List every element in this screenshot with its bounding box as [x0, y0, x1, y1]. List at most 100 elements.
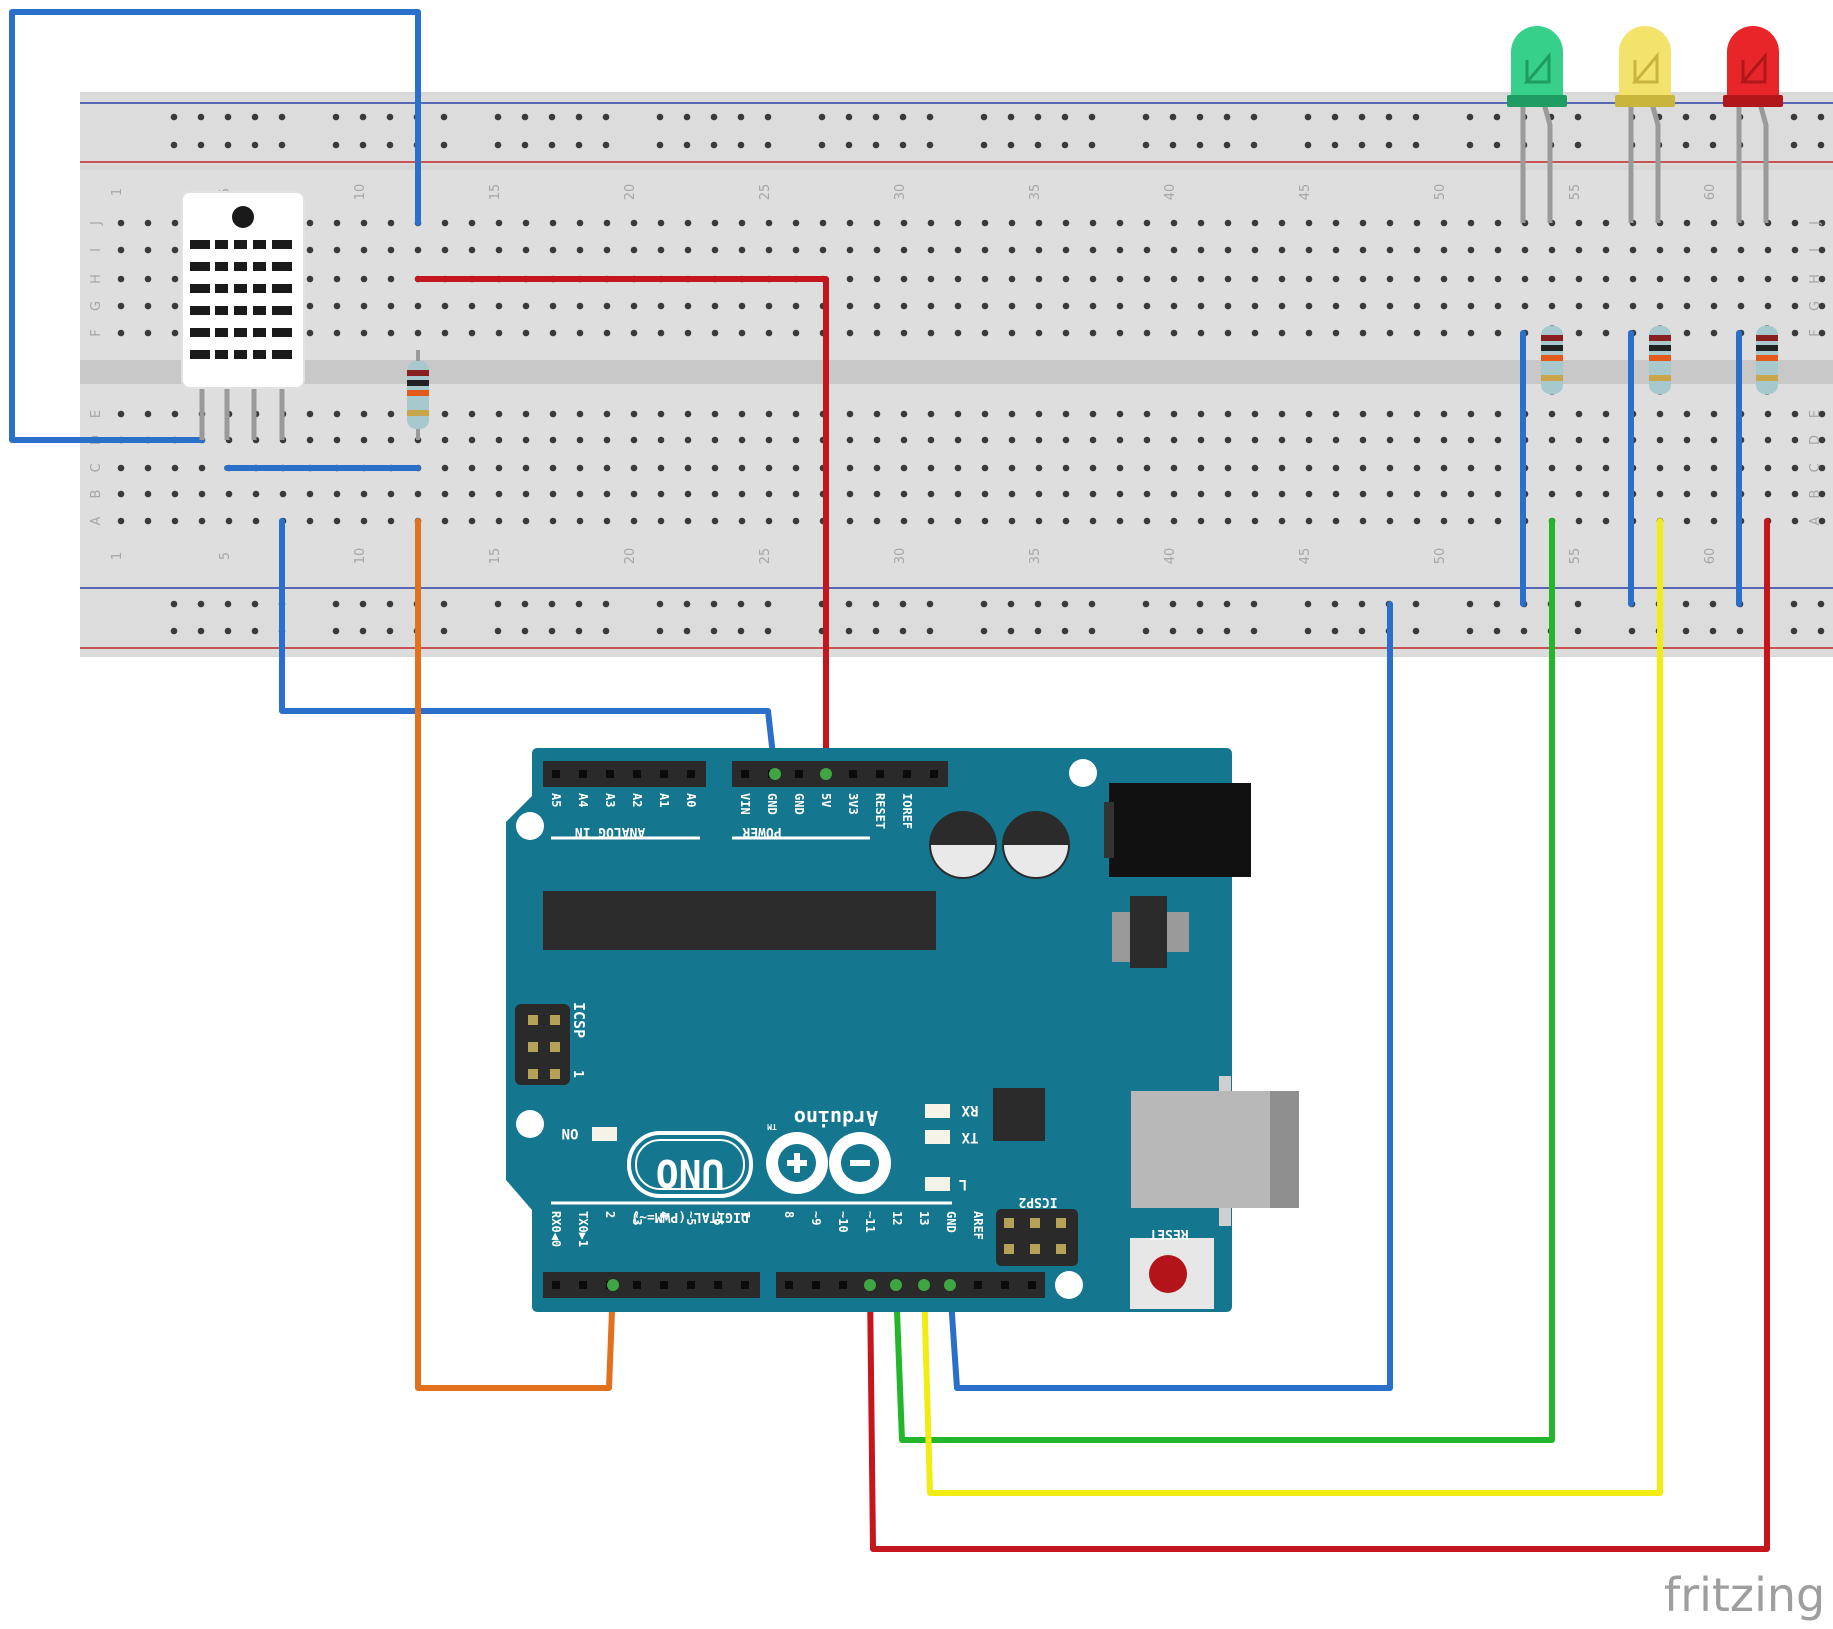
led-red: [1723, 26, 1783, 223]
row-letter-label: J: [89, 221, 104, 226]
rail-hole: [494, 113, 502, 121]
breadboard-hole: [1143, 246, 1151, 254]
breadboard-hole: [117, 464, 125, 472]
rail-hole: [602, 113, 610, 121]
breadboard-hole: [873, 517, 881, 525]
breadboard-hole: [306, 275, 314, 283]
icsp-pin: [528, 1015, 538, 1025]
rail-hole: [1574, 600, 1582, 608]
breadboard-hole: [684, 517, 692, 525]
rail-hole: [1358, 113, 1366, 121]
rx-led: [925, 1104, 950, 1118]
breadboard-hole: [468, 246, 476, 254]
breadboard-hole: [576, 246, 584, 254]
breadboard-hole: [1116, 490, 1124, 498]
rail-hole: [170, 627, 178, 635]
breadboard-hole: [1062, 464, 1070, 472]
breadboard-hole: [1737, 246, 1745, 254]
breadboard-hole: [1062, 329, 1070, 337]
breadboard-hole: [1089, 302, 1097, 310]
breadboard-hole: [603, 436, 611, 444]
digital-group-label: DIGITAL (PWM=~): [631, 1209, 748, 1224]
breadboard-hole: [738, 517, 746, 525]
breadboard-hole: [576, 410, 584, 418]
rail-hole: [1709, 113, 1717, 121]
breadboard-hole: [1332, 246, 1340, 254]
breadboard-hole: [1683, 219, 1691, 227]
breadboard-hole: [1548, 275, 1556, 283]
reset-button[interactable]: [1149, 1255, 1187, 1293]
breadboard-hole: [1089, 436, 1097, 444]
rail-hole: [1331, 627, 1339, 635]
breadboard-hole: [711, 219, 719, 227]
rail-hole: [440, 113, 448, 121]
breadboard-hole: [927, 246, 935, 254]
breadboard-hole: [765, 464, 773, 472]
breadboard-hole: [603, 246, 611, 254]
breadboard-hole: [1818, 490, 1826, 498]
breadboard-hole: [1035, 490, 1043, 498]
row-letter-label: G: [1808, 301, 1823, 311]
capacitor: [1002, 811, 1070, 879]
breadboard-hole: [1278, 464, 1286, 472]
breadboard-hole: [1305, 329, 1313, 337]
breadboard-hole: [414, 302, 422, 310]
breadboard-hole: [1764, 410, 1772, 418]
rail-hole: [1682, 600, 1690, 608]
breadboard-hole: [1359, 302, 1367, 310]
breadboard-hole: [1008, 302, 1016, 310]
rail-hole: [764, 141, 772, 149]
header-pin: [660, 1281, 668, 1289]
breadboard-hole: [144, 246, 152, 254]
breadboard-hole: [1224, 219, 1232, 227]
breadboard-hole: [630, 219, 638, 227]
breadboard-hole: [198, 517, 206, 525]
icsp-label: ICSP: [570, 1002, 588, 1038]
breadboard-hole: [765, 490, 773, 498]
rail-hole: [980, 627, 988, 635]
breadboard-hole: [1467, 302, 1475, 310]
breadboard-hole: [1170, 410, 1178, 418]
breadboard-hole: [1818, 464, 1826, 472]
rail-hole: [332, 627, 340, 635]
breadboard-hole: [1251, 302, 1259, 310]
breadboard-hole: [1467, 517, 1475, 525]
breadboard-hole: [1332, 517, 1340, 525]
breadboard-hole: [1602, 517, 1610, 525]
breadboard-hole: [171, 464, 179, 472]
breadboard-hole: [549, 436, 557, 444]
breadboard-hole: [1521, 302, 1529, 310]
column-number-label: 20: [623, 184, 638, 201]
breadboard-hole: [1602, 464, 1610, 472]
power-pin-label: RESET: [873, 793, 887, 829]
power-header: [732, 761, 948, 787]
breadboard-hole: [576, 329, 584, 337]
breadboard-hole: [1278, 436, 1286, 444]
breadboard-hole: [495, 246, 503, 254]
breadboard-hole: [1656, 246, 1664, 254]
breadboard-hole: [360, 517, 368, 525]
breadboard-hole: [1737, 302, 1745, 310]
breadboard-hole: [1332, 219, 1340, 227]
breadboard-hole: [1278, 275, 1286, 283]
breadboard-hole: [1251, 219, 1259, 227]
breadboard-hole: [1737, 275, 1745, 283]
breadboard-hole: [1440, 275, 1448, 283]
breadboard-hole: [1197, 410, 1205, 418]
breadboard-hole: [522, 329, 530, 337]
breadboard: 1155101015152020252530303535404045455050…: [80, 92, 1833, 657]
rail-hole: [359, 141, 367, 149]
breadboard-hole: [684, 410, 692, 418]
breadboard-hole: [522, 410, 530, 418]
column-number-label: 50: [1433, 548, 1448, 565]
arduino-pcb: [506, 748, 1232, 1312]
rail-hole: [656, 600, 664, 608]
digital-pin-label: GND: [944, 1211, 958, 1233]
breadboard-hole: [1710, 517, 1718, 525]
breadboard-hole: [252, 517, 260, 525]
header-pin: [1028, 1281, 1036, 1289]
breadboard-hole: [927, 464, 935, 472]
power-pin-label: GND: [765, 793, 779, 815]
digital-pin-label: RX0◀0: [549, 1211, 563, 1247]
rail-hole: [872, 141, 880, 149]
